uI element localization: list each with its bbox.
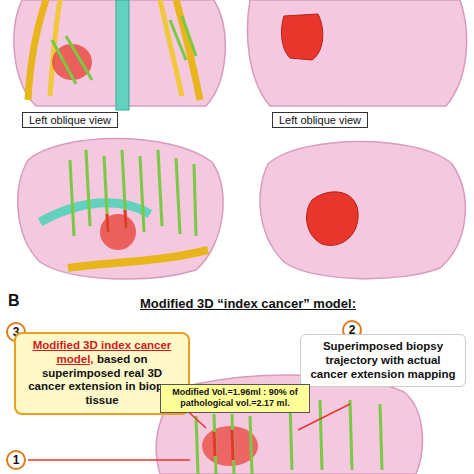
- view-label: Left oblique view: [22, 112, 118, 128]
- cancer-core: [107, 210, 126, 232]
- panel-letter: B: [8, 292, 20, 310]
- prostate-model: [260, 142, 465, 279]
- urethra: [40, 203, 150, 222]
- panel-heading: Modified 3D “index cancer” model:: [140, 296, 356, 311]
- urethra: [116, 0, 129, 110]
- neurovascular-bundle: [160, 0, 182, 96]
- callout-text: 1: [13, 453, 20, 467]
- prostate-model: [156, 375, 422, 474]
- view-label: Left oblique view: [272, 112, 368, 128]
- cancer-lesion: [307, 192, 359, 246]
- biopsy-needles: [52, 16, 196, 84]
- cancer-lesion: [282, 14, 323, 60]
- seminal-structure: [68, 250, 208, 268]
- callout-text: based on superimposed real 3D cancer ext…: [28, 353, 176, 406]
- callout-text: Modified Vol.=1.96ml : 90% of pathologic…: [165, 387, 305, 409]
- prostate-model: [18, 139, 223, 280]
- volume-box: Modified Vol.=1.96ml : 90% of pathologic…: [160, 384, 310, 413]
- biopsy-needles: [70, 150, 196, 236]
- prostate-model: [247, 0, 466, 106]
- callout-number: 1: [6, 450, 26, 470]
- callout-text: Superimposed biopsy trajectory with actu…: [308, 340, 458, 381]
- cancer-lesion: [100, 214, 136, 250]
- cancer-core: [214, 430, 233, 460]
- neurovascular-bundle: [28, 0, 46, 100]
- callout-box: Superimposed biopsy trajectory with actu…: [300, 334, 466, 387]
